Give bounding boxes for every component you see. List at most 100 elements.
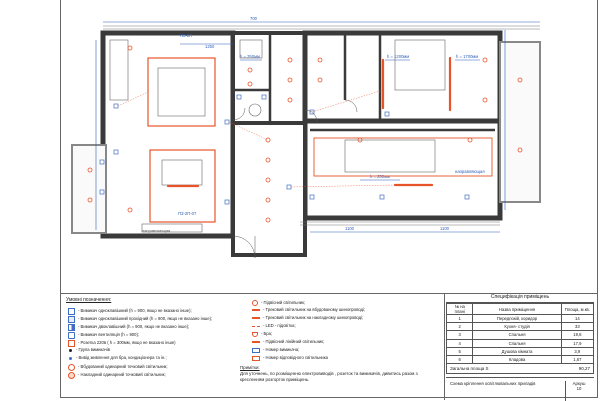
bath-note: направляющая bbox=[455, 169, 485, 174]
spec-header-number: № на плані bbox=[445, 303, 474, 315]
dimension-lines bbox=[95, 21, 540, 233]
dim-small-c: h = 1700мм bbox=[456, 54, 478, 59]
switches bbox=[99, 94, 470, 205]
legend-item-label: - Номер відповідного світильника bbox=[263, 355, 329, 361]
legend-item-label: - Вивід живлення для бра, кондиціонера т… bbox=[76, 355, 167, 361]
cell-name: Кухня- студія bbox=[472, 322, 562, 332]
legend-item-label: - Бра; bbox=[261, 331, 273, 337]
table-row: 4 Спальня 17,9 bbox=[445, 338, 595, 348]
linear-lights bbox=[166, 56, 452, 188]
corridor-tag: ПЗ-2П bbox=[180, 33, 192, 38]
cell-area: 17,9 bbox=[560, 338, 595, 348]
spec-table: № на плані Назва приміщення Площа, м.кв.… bbox=[445, 303, 595, 365]
legend-item: - Вимикач вентиляція (h = 900); bbox=[68, 332, 139, 339]
sconce-icon bbox=[252, 332, 258, 337]
cell-area: 3,9 bbox=[560, 346, 595, 356]
frame-divider-horizontal bbox=[60, 293, 598, 294]
drawing-title: Схема кріплення освітлювальних приладів bbox=[450, 381, 536, 386]
legend-item-label: - Вимикач одноклавішний (h = 900, якщо н… bbox=[78, 308, 192, 314]
legend-item: - Розетка 220в ( h = 300мм, якщо не вказ… bbox=[68, 340, 176, 347]
cell-name: Душова кімната bbox=[472, 346, 562, 356]
dim-small-a: h = 250мм bbox=[240, 54, 260, 59]
dim-bottom-b: 1100 bbox=[440, 226, 450, 231]
dimension-labels: 700 1250 h = 250мм h = 1200мм h = 1700мм… bbox=[178, 16, 485, 231]
sheet-number-box: Аркуш 10 bbox=[565, 381, 592, 401]
legend-item: - Група вимикачів bbox=[68, 348, 110, 353]
total-value: 90,27 bbox=[578, 366, 590, 372]
legend-item-label: - Підвісний лінійний світильник; bbox=[263, 339, 325, 344]
spec-title: Специфікація приміщень bbox=[446, 293, 594, 303]
floor-plan: 700 1250 h = 250мм h = 1200мм h = 1700мм… bbox=[71, 16, 541, 259]
legend-item: - Підвісний світильник; bbox=[252, 300, 305, 306]
legend-item-label: - Вбудований одинарний точковий світильн… bbox=[78, 364, 168, 370]
notes-text: Для уточнень, по розміщенню електровивод… bbox=[240, 370, 418, 382]
legend-item: - Вимикач одноклавішний (h = 900, якщо н… bbox=[68, 308, 192, 315]
light-number-icon bbox=[252, 356, 260, 361]
legend-item: - LED - підсвітка; bbox=[252, 323, 296, 328]
track-recessed-icon bbox=[252, 309, 260, 311]
lower-tag: ПЗ-2П-07 bbox=[178, 211, 197, 216]
spec-header-name: Назва приміщення bbox=[472, 303, 562, 315]
cell-number: 4 bbox=[445, 338, 474, 348]
sheet-frame bbox=[60, 0, 598, 398]
sheet-label: Аркуш bbox=[572, 381, 586, 386]
partitions bbox=[231, 33, 495, 236]
legend-item: - Номер вимикача; bbox=[252, 348, 299, 353]
legend-item: - Бра; bbox=[252, 332, 272, 337]
cell-name: Кладова bbox=[472, 354, 562, 365]
linear-pendant-icon bbox=[252, 341, 260, 344]
cell-number: 5 bbox=[445, 346, 474, 356]
cell-area: 19,8 bbox=[560, 330, 595, 340]
power-outlet-icon bbox=[69, 357, 72, 360]
table-row: 6 Кладова 1,67 bbox=[445, 354, 595, 365]
room-specification: Специфікація приміщень № на плані Назва … bbox=[445, 293, 595, 377]
table-row: 5 Душова кімната 3,9 bbox=[445, 346, 595, 356]
legend-item: - Вбудований одинарний точковий світильн… bbox=[68, 364, 168, 371]
spec-header-row: № на плані Назва приміщення Площа, м.кв. bbox=[445, 303, 595, 315]
frame-divider-vertical bbox=[444, 293, 445, 400]
track-surface-icon bbox=[252, 316, 260, 320]
total-label: Загальна площа S bbox=[450, 366, 489, 372]
switch-double-icon bbox=[68, 324, 75, 331]
legend-item: - Номер відповідного світильника bbox=[252, 356, 328, 361]
cell-area: 14 bbox=[560, 313, 595, 324]
legend-item: - Трековий світильник на вбудованому шин… bbox=[252, 307, 366, 312]
notes: Примітки: Для уточнень, по розміщенню ел… bbox=[240, 365, 430, 383]
switch-passthrough-icon bbox=[68, 316, 75, 323]
legend-item: - Підвісний лінійний світильник; bbox=[252, 339, 325, 344]
notes-title: Примітки: bbox=[240, 365, 260, 370]
led-strip-icon bbox=[252, 325, 260, 327]
legend-item: - Вимикач двоклавішний (h = 900, якщо не… bbox=[68, 324, 189, 331]
spot-lights bbox=[87, 45, 523, 223]
switch-single-icon bbox=[68, 308, 75, 315]
dim-top-a: 700 bbox=[250, 16, 258, 21]
legend-item-label: - Розетка 220в ( h = 300мм, якщо не вказ… bbox=[78, 340, 176, 346]
cell-name: Спальня bbox=[472, 338, 562, 348]
spec-header-area: Площа, м.кв. bbox=[560, 303, 595, 315]
legend-item-label: - Накладний одинарний точковий світильни… bbox=[78, 372, 166, 378]
legend-item-label: - Вимикач одноклавішний прохідний (h = 9… bbox=[78, 316, 213, 322]
cell-number: 2 bbox=[445, 322, 474, 332]
legend-item-label: - Підвісний світильник; bbox=[261, 299, 306, 305]
cell-number: 1 bbox=[445, 313, 474, 324]
legend-item: - Вимикач одноклавішний прохідний (h = 9… bbox=[68, 316, 212, 323]
legend: Умовні позначення: - Вимикач одноклавішн… bbox=[62, 295, 434, 395]
surface-spot-icon bbox=[68, 372, 75, 379]
pendant-light-icon bbox=[252, 300, 258, 306]
recessed-spot-icon bbox=[68, 364, 75, 371]
cell-number: 3 bbox=[445, 330, 474, 340]
legend-item-label: - Вимикач двоклавішний (h = 900, якщо не… bbox=[78, 324, 190, 330]
doors bbox=[232, 99, 358, 259]
shelf-note: направляющая bbox=[142, 228, 170, 233]
legend-item-label: - Трековий світильник на вбудованому шин… bbox=[263, 307, 366, 312]
legend-item-label: - Трековий світильник на накладному шино… bbox=[263, 315, 364, 320]
legend-item: - Трековий світильник на накладному шино… bbox=[252, 315, 364, 320]
switch-number-icon bbox=[252, 348, 260, 353]
legend-item-label: - Вимикач вентиляція (h = 900); bbox=[78, 332, 140, 338]
socket-icon bbox=[68, 340, 75, 347]
living-led-frame bbox=[149, 149, 216, 223]
switch-group-icon bbox=[69, 349, 72, 352]
bedroom-led-frame bbox=[313, 137, 493, 177]
legend-item-label: - LED - підсвітка; bbox=[263, 323, 296, 328]
